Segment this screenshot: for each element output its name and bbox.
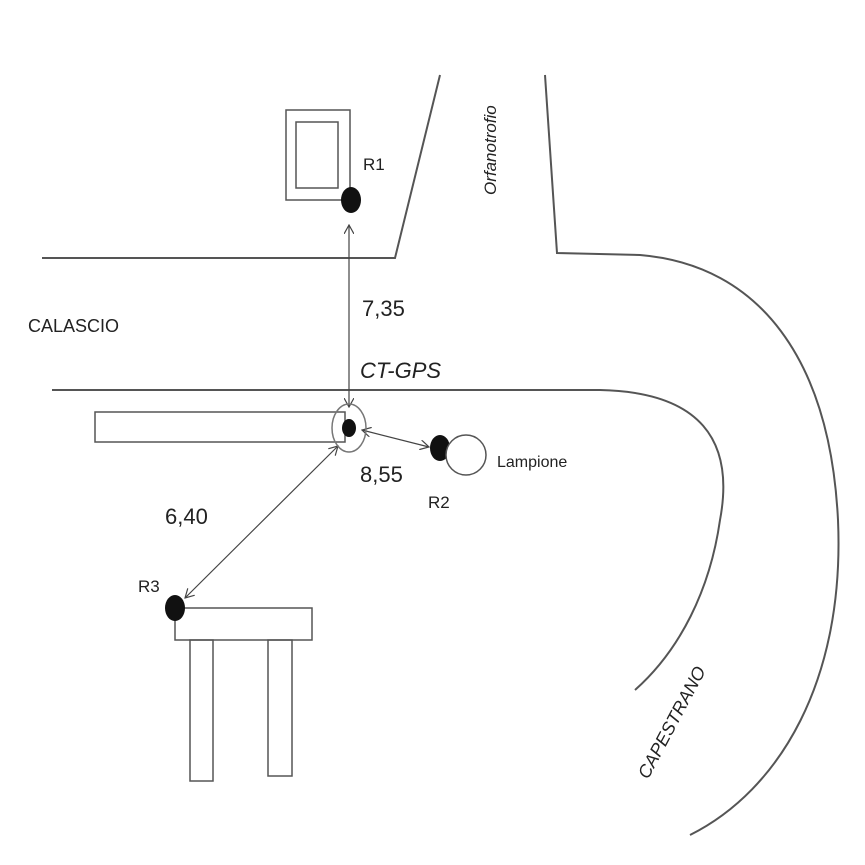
label-r3: R3 <box>138 577 160 596</box>
r1-point <box>341 187 361 213</box>
building-r1-inner <box>295 121 339 189</box>
distance-r1: 7,35 <box>362 296 405 321</box>
wall-rect <box>94 411 346 443</box>
structure-r3-leg-right <box>267 639 293 777</box>
r2-point <box>430 435 450 461</box>
distance-arrow-r3 <box>185 446 338 598</box>
building-r1-outer <box>285 109 351 201</box>
r3-point <box>165 595 185 621</box>
label-r1: R1 <box>363 155 385 174</box>
station-point <box>342 419 356 437</box>
label-lampione: Lampione <box>497 454 567 471</box>
label-orfanotrofio: Orfanotrofio <box>481 105 500 195</box>
station-ring <box>331 403 367 453</box>
distance-r2: 8,55 <box>360 462 403 487</box>
road-edge-top-left <box>42 74 441 259</box>
distance-arrow-r2 <box>362 430 429 447</box>
label-r2: R2 <box>428 493 450 512</box>
structure-r3-leg-left <box>189 639 214 782</box>
distance-r3: 6,40 <box>165 504 208 529</box>
structure-r3-top <box>174 607 313 641</box>
label-calascio: CALASCIO <box>28 316 119 336</box>
road-edge-middle <box>52 389 725 691</box>
road-edge-top-right <box>544 74 840 836</box>
lamp-icon <box>445 434 487 476</box>
label-ct-gps: CT-GPS <box>360 358 441 383</box>
